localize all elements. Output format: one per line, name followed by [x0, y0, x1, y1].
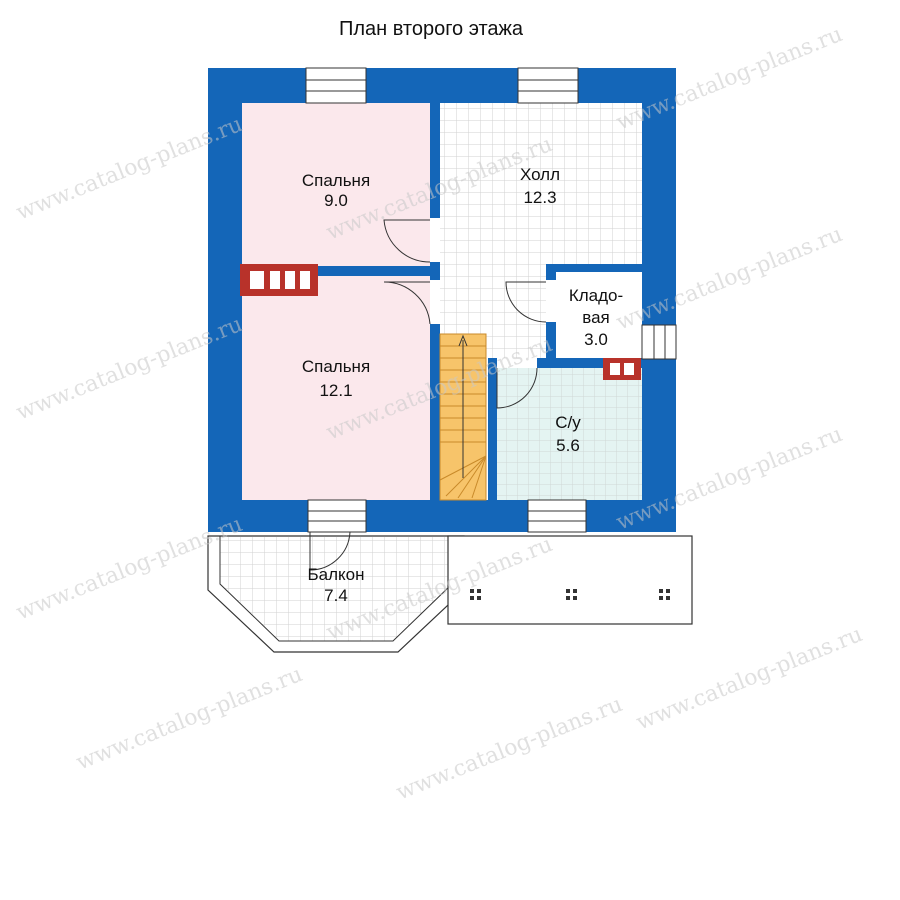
watermark: www.catalog-plans.ru: [633, 622, 866, 736]
watermark: www.catalog-plans.ru: [73, 662, 306, 776]
bedroom-top-name: Спальня: [302, 171, 370, 190]
interior-wall: [546, 264, 642, 272]
room-bedroom-top: [242, 103, 430, 266]
hall-name: Холл: [520, 165, 560, 184]
interior-wall: [242, 266, 430, 276]
bathroom-name: С/у: [555, 413, 581, 432]
hall-area: 12.3: [523, 188, 556, 207]
watermark: www.catalog-plans.ru: [393, 692, 626, 806]
room-bedroom-bottom: [242, 276, 430, 500]
window: [305, 67, 677, 533]
balcony: [207, 531, 465, 653]
interior-wall: [490, 358, 642, 368]
room-storage: [556, 272, 642, 358]
door-swing: [383, 219, 547, 409]
bedroom-bottom-area: 12.1: [319, 381, 352, 400]
storage-name-line1: Кладо-: [569, 286, 623, 305]
terrace-canopy: [447, 535, 693, 625]
staircase: [439, 333, 487, 501]
bedroom-top-area: 9.0: [324, 191, 348, 210]
plan-title: План второго этажа: [338, 18, 524, 40]
balcony-area: 7.4: [324, 586, 348, 605]
chimney: [240, 264, 641, 380]
interior-wall: [488, 358, 497, 500]
bathroom-area: 5.6: [556, 436, 580, 455]
bedroom-bottom-name: Спальня: [302, 357, 370, 376]
balcony-name: Балкон: [307, 565, 364, 584]
storage-name-line2: вая: [582, 308, 610, 327]
storage-area: 3.0: [584, 330, 608, 349]
